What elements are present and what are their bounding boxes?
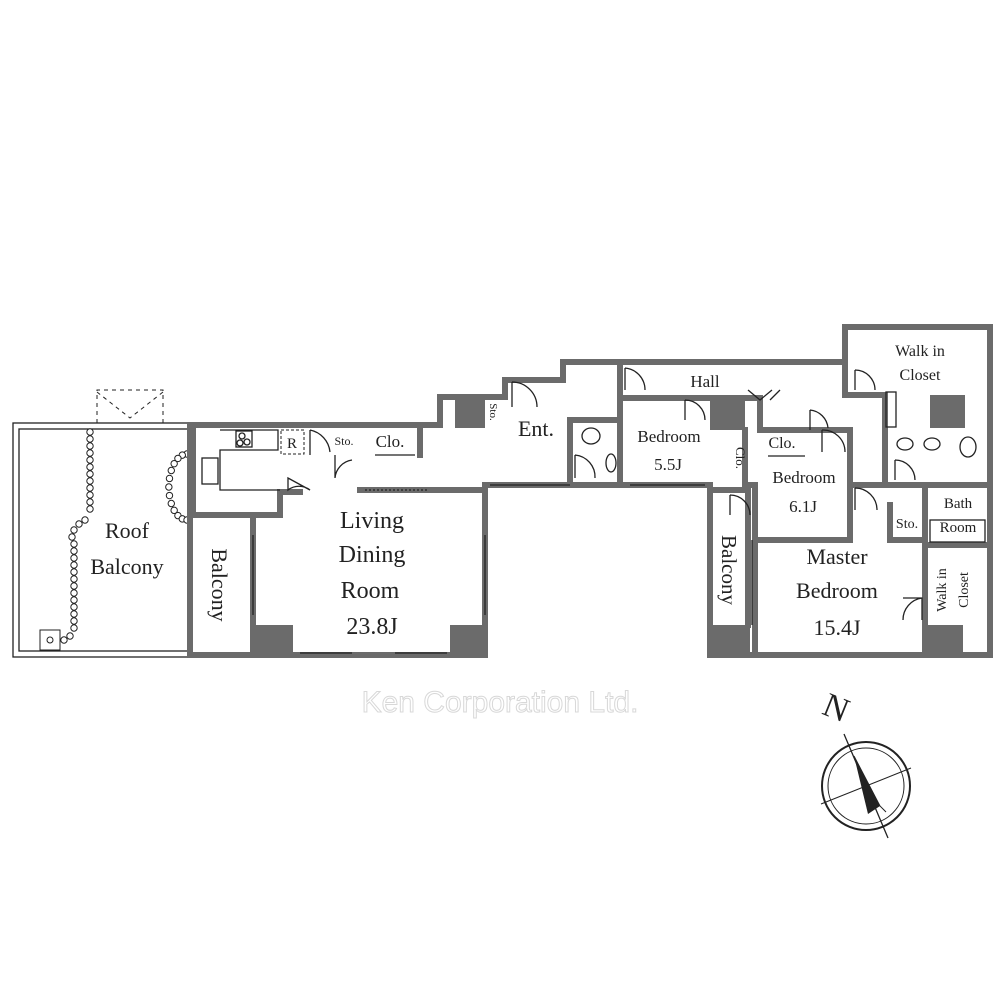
room-label-walk-in-closet-top: Walk in: [895, 343, 945, 360]
room-area-bedroom1: 5.5J: [654, 455, 682, 474]
pebble: [70, 582, 78, 590]
bathtub-icon: [929, 519, 986, 543]
room-label-walk-in-closet-right: Walk in: [935, 568, 950, 612]
fridge-label: R: [287, 436, 297, 452]
room-label-bath: Bath: [944, 496, 973, 512]
pebble: [86, 449, 94, 457]
room-label-closet-bed1: Clo.: [733, 447, 748, 469]
pebble: [86, 498, 94, 506]
room-label-dining: Dining: [339, 542, 406, 568]
room-label-hall: Hall: [690, 372, 720, 391]
pebble: [70, 526, 78, 534]
pebble: [86, 470, 94, 478]
pebble: [60, 636, 68, 644]
room-area-living: 23.8J: [346, 614, 397, 640]
room-label-roof-balcony-2: Balcony: [90, 554, 163, 579]
pebble: [86, 484, 94, 492]
pebble: [170, 506, 178, 515]
pebble: [70, 547, 78, 555]
pebble: [167, 499, 175, 508]
room-label-storage-right: Sto.: [896, 517, 918, 532]
room-label-bath-room: Room: [940, 520, 977, 536]
pebble: [70, 610, 78, 618]
pebble: [75, 520, 83, 528]
pebble: [70, 589, 78, 597]
room-label-living: Living: [340, 508, 404, 534]
room-label-balcony-right: Balcony: [717, 535, 741, 605]
room-label-room: Room: [341, 578, 400, 604]
pebble: [70, 617, 78, 625]
pebble: [86, 505, 94, 513]
pebble: [70, 575, 78, 583]
pebble: [86, 456, 94, 464]
sink-icon: [605, 453, 617, 473]
pebble: [167, 466, 175, 475]
doors: [287, 367, 923, 621]
watermark: Ken Corporation Ltd.: [362, 686, 639, 719]
pebble: [170, 459, 178, 468]
room-label-master-bedroom: Bedroom: [796, 578, 878, 603]
pebble: [86, 428, 94, 436]
north-compass: [820, 733, 912, 839]
room-label-walk-in-closet-right-2: Closet: [957, 572, 972, 608]
pebble: [70, 624, 78, 632]
room-label-bedroom2: Bedroom: [772, 468, 835, 487]
room-area-bedroom2: 6.1J: [789, 497, 817, 516]
room-label-entrance-storage: Sto.: [487, 403, 499, 421]
room-label-closet-bed2: Clo.: [768, 435, 795, 452]
pebble: [86, 477, 94, 485]
sink-icon: [896, 437, 914, 451]
room-label-entrance: Ent.: [518, 416, 554, 441]
pebble: [70, 554, 78, 562]
room-label-balcony-left: Balcony: [207, 548, 232, 621]
pebble: [165, 491, 174, 500]
toilet-icon: [959, 436, 977, 458]
fixtures: [201, 391, 986, 654]
pebble: [70, 603, 78, 611]
room-label-roof-balcony: Roof: [105, 518, 150, 543]
pebble: [66, 632, 74, 640]
pebble: [81, 516, 89, 524]
room-label-closet-left: Clo.: [376, 432, 405, 451]
pebble: [68, 533, 76, 541]
toilet-icon: [581, 427, 601, 445]
pebble: [165, 483, 173, 491]
pebble: [174, 454, 182, 463]
room-area-master: 15.4J: [813, 615, 861, 640]
stove-icon: [235, 430, 253, 448]
pebble: [165, 474, 174, 483]
pebble: [86, 435, 94, 443]
pebble: [86, 463, 94, 471]
room-label-kitchen-storage: Sto.: [334, 434, 353, 448]
room-label-master: Master: [806, 544, 868, 569]
pebble: [70, 540, 78, 548]
pebble: [86, 442, 94, 450]
pebble: [70, 596, 78, 604]
pebble: [70, 568, 78, 576]
pebble: [86, 491, 94, 499]
pebble: [70, 561, 78, 569]
room-label-bedroom1: Bedroom: [637, 427, 700, 446]
compass-north-label: N: [818, 687, 855, 731]
room-label-walk-in-closet-top-2: Closet: [900, 367, 941, 384]
sink-icon: [923, 437, 941, 451]
walls: [187, 324, 993, 658]
fridge-outline: [280, 429, 305, 455]
